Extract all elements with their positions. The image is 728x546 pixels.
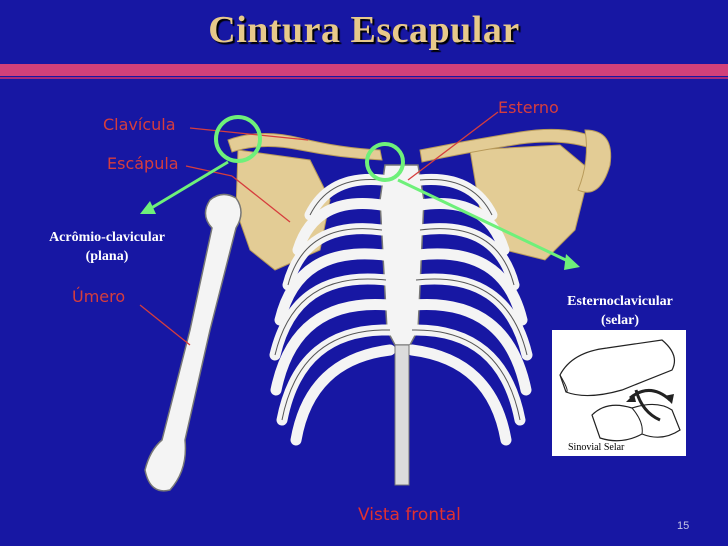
ribs-left-outline (274, 178, 391, 421)
title-underline-bar (0, 64, 728, 76)
spine (394, 344, 410, 486)
title-underline-thin (0, 77, 728, 79)
joint-label-sternoclavicular: Esternoclavicular (selar) (538, 292, 702, 330)
arrow-esterno-head (564, 254, 580, 270)
label-umero: Úmero (72, 287, 126, 306)
joint-esterno-type: (selar) (600, 313, 640, 328)
joint-esterno-name: Esternoclavicular (567, 294, 673, 309)
arrow-acromio-line (147, 160, 229, 212)
label-clavicula: Clavícula (103, 115, 176, 134)
acromion-right (577, 129, 612, 193)
arrow-esterno-line (397, 178, 571, 264)
humerus-bone (144, 193, 242, 492)
clavicle-left (227, 132, 383, 161)
label-esterno: Esterno (498, 98, 559, 117)
figure-caption: Vista frontal (358, 505, 461, 525)
saddle-joint-diagram (559, 339, 681, 442)
page-number: 15 (677, 520, 690, 532)
label-pointer-lines (139, 111, 499, 346)
saddle-lower-piece (591, 403, 681, 442)
saddle-upper-piece (559, 339, 675, 397)
arrow-acromio-head (140, 201, 156, 214)
inset-caption: Sinovial Selar (568, 442, 625, 453)
joint-label-acromioclavicular: Acrômio-clavicular (plana) (28, 228, 186, 266)
saddle-joint-inset (552, 330, 686, 456)
sternoclavicular-marker (365, 142, 405, 182)
slide-title: Cintura Escapular (208, 9, 520, 51)
joint-acromio-type: (plana) (85, 249, 129, 264)
label-escapula: Escápula (107, 154, 179, 173)
joint-acromio-name: Acrômio-clavicular (49, 230, 165, 245)
acromioclavicular-marker (214, 115, 262, 163)
ribs-right-outline (411, 178, 528, 421)
